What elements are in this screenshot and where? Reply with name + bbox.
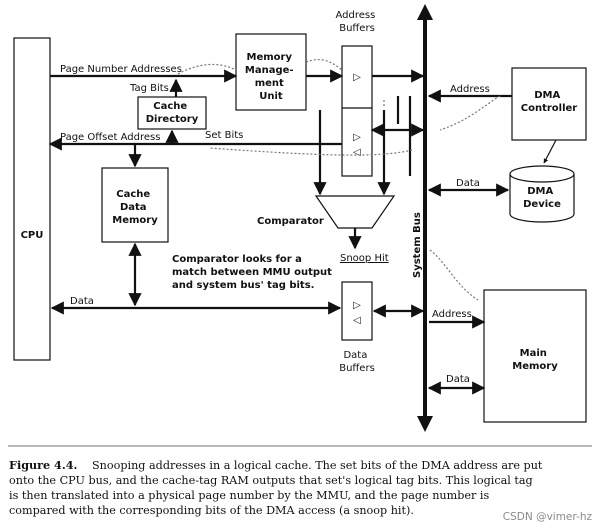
data-buffer-glyph-right: ▷ — [353, 300, 361, 311]
address-buffers-label: Address Buffers — [335, 10, 378, 34]
caption-line-2: onto the CPU bus, and the cache-tag RAM … — [9, 474, 533, 487]
cache-directory-label-line-1: Cache — [153, 101, 187, 112]
system-bus-bottom-arrow — [417, 416, 433, 432]
dma-controller-label: DMA Controller — [521, 90, 578, 114]
cpu-block — [13, 37, 51, 361]
cpu-data-label: Data — [70, 296, 94, 307]
dma-device-label: DMA Device — [523, 186, 561, 210]
cache-directory-label-line-2: Directory — [146, 114, 199, 125]
data-buffers-label-line-1: Data — [343, 350, 367, 361]
page-offset-address-label: Page Offset Address — [60, 132, 160, 143]
comparator-note-line-1: Comparator looks for a — [172, 254, 302, 265]
comparator-label: Comparator — [257, 216, 324, 227]
snoop-path-dma-address — [439, 95, 501, 131]
cache-data-memory-label-line-1: Cache — [116, 189, 150, 200]
dma-device-label-line-2: Device — [523, 199, 561, 210]
dma-device-block — [509, 165, 575, 223]
cache-data-memory-label-line-2: Data — [120, 202, 147, 213]
cache-directory-label: Cache Directory — [146, 101, 199, 125]
main-memory-label-line-2: Memory — [512, 361, 558, 372]
system-bus-label: System Bus — [412, 212, 423, 278]
address-buffers-label-line-2: Buffers — [339, 23, 375, 34]
mmu-label-line-1: Memory — [247, 52, 293, 63]
dma-controller-label-line-1: DMA — [534, 90, 560, 101]
comparator-shape — [314, 195, 396, 229]
address-buffer-upper-glyph: ▷ — [353, 72, 361, 83]
page-number-addresses-label: Page Number Addresses — [60, 64, 182, 75]
dma-controller-block — [511, 67, 587, 141]
mmu-block — [235, 33, 307, 111]
comparator-note-line-3: and system bus' tag bits. — [172, 280, 314, 291]
mmu-label: Memory Manage- ment Unit — [245, 52, 297, 102]
main-memory-block — [483, 289, 587, 423]
caption-figure-number: Figure 4.4. — [9, 458, 77, 472]
mmu-label-line-4: Unit — [259, 91, 283, 102]
system-bus-top-arrow — [417, 4, 433, 20]
address-buffers-label-line-1: Address — [335, 10, 375, 21]
dma-controller-label-line-2: Controller — [521, 103, 578, 114]
snoop-hit-label: Snoop Hit — [340, 253, 389, 264]
address-buffer-lower-glyph-right: ▷ — [353, 132, 361, 143]
memory-address-label: Address — [432, 309, 472, 320]
cache-data-memory-label: Cache Data Memory — [112, 189, 158, 226]
cache-directory-block — [137, 96, 207, 130]
snoop-path-set-bits — [209, 147, 413, 156]
main-memory-label: Main Memory — [512, 348, 558, 372]
caption-line-3: is then translated into a physical page … — [9, 489, 490, 502]
tag-bits-label: Tag Bits — [129, 83, 169, 94]
mmu-label-line-3: ment — [255, 78, 284, 89]
caption-line-4: compared with the corresponding bits of … — [9, 504, 414, 517]
cpu-label: CPU — [21, 230, 44, 241]
mmu-label-line-2: Manage- — [245, 65, 294, 76]
comparator-note-line-2: match between MMU output — [172, 267, 332, 278]
data-buffer-glyph-left: ◁ — [353, 315, 361, 326]
dma-address-label: Address — [450, 84, 490, 95]
main-memory-label-line-1: Main — [520, 348, 547, 359]
data-buffers-label-line-2: Buffers — [339, 363, 375, 374]
snoop-path-mmu-input — [177, 63, 237, 75]
address-buffer-lower-glyph-left: ◁ — [353, 147, 361, 158]
data-buffers-label: Data Buffers — [339, 350, 375, 374]
memory-data-label: Data — [446, 374, 470, 385]
data-buffers-block — [341, 281, 373, 341]
dma-device-label-line-1: DMA — [527, 186, 553, 197]
cache-data-memory-block — [101, 167, 169, 243]
dma-data-label: Data — [456, 178, 480, 189]
snoop-path-mmu-output — [305, 58, 343, 71]
snoop-path-memory-side — [429, 249, 479, 301]
caption-line-1: Snooping addresses in a logical cache. T… — [92, 459, 543, 472]
watermark: CSDN @vimer-hz — [503, 511, 593, 523]
set-bits-label: Set Bits — [205, 130, 243, 141]
cache-data-memory-label-line-3: Memory — [112, 215, 158, 226]
comparator-note: Comparator looks for a match between MMU… — [172, 254, 335, 291]
controller-to-device-arrow — [543, 139, 557, 164]
